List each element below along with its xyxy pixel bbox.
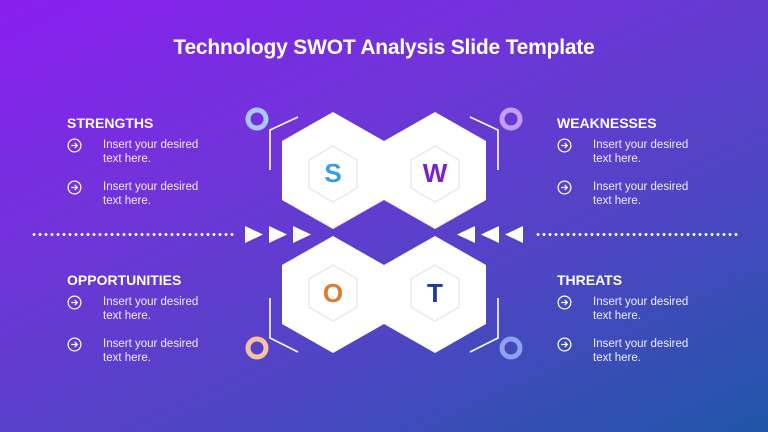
item-text: Insert your desired text here. [103,296,199,322]
list-item: Insert your desired text here. [557,138,703,166]
section-heading: STRENGTHS [67,115,154,131]
dotted-line-right [535,233,739,236]
arrow-left-3 [505,226,523,243]
dotted-line-left [31,233,235,236]
section-threats: THREATS Insert your desired text here. I… [557,272,703,380]
ring-w [499,107,523,131]
arrow-left-1 [457,226,475,243]
slide-title: Technology SWOT Analysis Slide Template [173,36,595,59]
section-weaknesses: WEAKNESSES Insert your desired text here… [557,115,703,223]
list-item: Insert your desired text here. [67,337,213,365]
item-text: Insert your desired text here. [593,296,689,322]
arrow-right-3 [293,226,311,243]
list-item: Insert your desired text here. [67,180,213,208]
ring-t [499,336,523,360]
item-text: Insert your desired text here. [593,139,689,165]
bracket-bottom-left [269,298,299,353]
arrow-circle-right-icon [557,337,572,352]
arrow-right-2 [269,226,287,243]
item-text: Insert your desired text here. [593,181,689,207]
item-text: Insert your desired text here. [103,139,199,165]
list-item: Insert your desired text here. [67,295,213,323]
item-text: Insert your desired text here. [593,338,689,364]
letter-s: S [324,158,342,188]
arrow-circle-right-icon [67,295,82,310]
arrow-circle-right-icon [67,337,82,352]
letter-w: W [422,158,448,188]
arrow-circle-right-icon [67,138,82,153]
list-item: Insert your desired text here. [557,180,703,208]
arrow-circle-right-icon [557,295,572,310]
bracket-bottom-right [469,298,499,353]
list-item: Insert your desired text here. [67,138,213,166]
bracket-top-right [469,116,499,170]
list-item: Insert your desired text here. [557,295,703,323]
item-text: Insert your desired text here. [103,338,199,364]
arrow-right-1 [245,226,263,243]
item-text: Insert your desired text here. [103,181,199,207]
section-opportunities: OPPORTUNITIES Insert your desired text h… [67,272,213,380]
section-heading: OPPORTUNITIES [67,272,182,288]
ring-s [245,107,269,131]
arrow-circle-right-icon [557,180,572,195]
arrow-left-2 [481,226,499,243]
section-strengths: STRENGTHS Insert your desired text here.… [67,115,213,223]
ring-o [245,336,269,360]
bracket-top-left [269,116,299,170]
letter-o: O [322,278,344,308]
arrow-circle-right-icon [67,180,82,195]
section-heading: THREATS [557,272,623,288]
arrow-circle-right-icon [557,138,572,153]
list-item: Insert your desired text here. [557,337,703,365]
section-heading: WEAKNESSES [557,115,657,131]
letter-t: T [427,278,443,308]
